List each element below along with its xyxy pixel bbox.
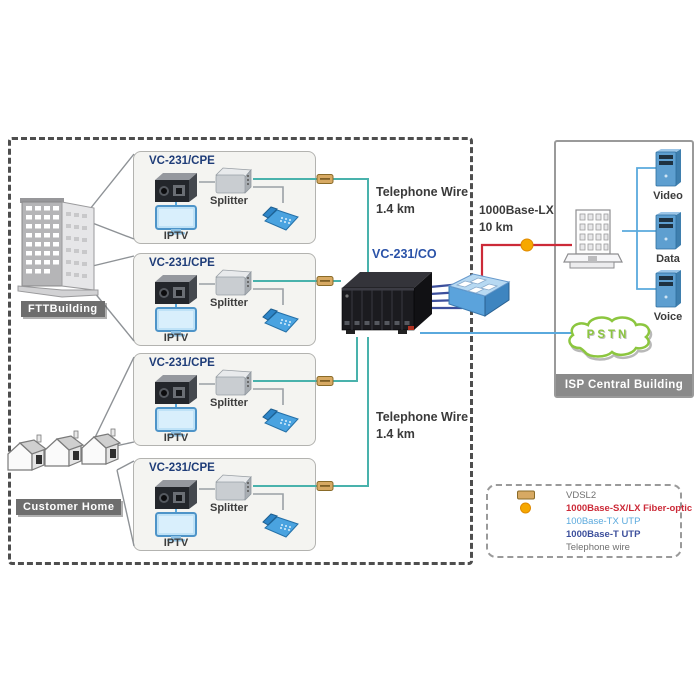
cpe-title: VC-231/CPE (149, 155, 215, 167)
legend-row-telephone: Telephone wire (498, 541, 680, 553)
fiber-node-icon (520, 238, 534, 252)
splitter-label: Splitter (210, 397, 248, 409)
customer-home-tag: Customer Home (16, 499, 122, 515)
legend-label: Telephone wire (566, 541, 630, 553)
legend: VDSL2 1000Base-SX/LX Fiber-optic 100Base… (486, 484, 692, 558)
iptv-label: IPTV (163, 230, 189, 242)
iptv-label: IPTV (163, 332, 189, 344)
telephone-wire-note-bottom: Telephone Wire 1.4 km (376, 409, 468, 443)
server-label-video: Video (653, 190, 683, 202)
cpe-title: VC-231/CPE (149, 357, 215, 369)
customer-side-dashed-region (8, 137, 473, 565)
server-label-data: Data (656, 253, 680, 265)
legend-label: 100Base-TX UTP (566, 515, 641, 527)
cpe-title: VC-231/CPE (149, 462, 215, 474)
legend-label: VDSL2 (566, 489, 597, 501)
iptv-label: IPTV (163, 537, 189, 549)
note-line: Telephone Wire (376, 185, 469, 199)
splitter-label: Splitter (210, 502, 248, 514)
isp-building-title: ISP Central Building (556, 374, 692, 396)
vdsl2-badge-icon (517, 490, 535, 500)
telephone-wire-note-top: Telephone Wire 1.4 km (376, 184, 468, 218)
fiber-node-icon (520, 502, 531, 514)
legend-row-fiber: 1000Base-SX/LX Fiber-optic (498, 502, 692, 514)
co-title: VC-231/CO (372, 247, 437, 261)
iptv-label: IPTV (163, 432, 189, 444)
legend-label: 1000Base-SX/LX Fiber-optic (566, 502, 693, 514)
server-label-voice: Voice (653, 311, 683, 323)
note-line: Telephone Wire (376, 410, 469, 424)
pstn-label: PSTN (586, 329, 630, 341)
note-line: 1.4 km (376, 427, 415, 441)
isp-central-building-box: ISP Central Building (554, 140, 694, 398)
note-line: 10 km (479, 220, 514, 234)
splitter-label: Splitter (210, 297, 248, 309)
ftt-building-tag: FTTBuilding (21, 301, 105, 317)
legend-row-100base: 100Base-TX UTP (498, 515, 680, 527)
legend-row-vdsl2: VDSL2 (498, 489, 680, 501)
legend-label: 1000Base-T UTP (566, 528, 641, 540)
fiber-note: 1000Base-LX 10 km (479, 202, 554, 236)
cpe-title: VC-231/CPE (149, 257, 215, 269)
splitter-label: Splitter (210, 195, 248, 207)
note-line: 1000Base-LX (479, 203, 554, 217)
note-line: 1.4 km (376, 202, 415, 216)
legend-row-1000base: 1000Base-T UTP (498, 528, 680, 540)
